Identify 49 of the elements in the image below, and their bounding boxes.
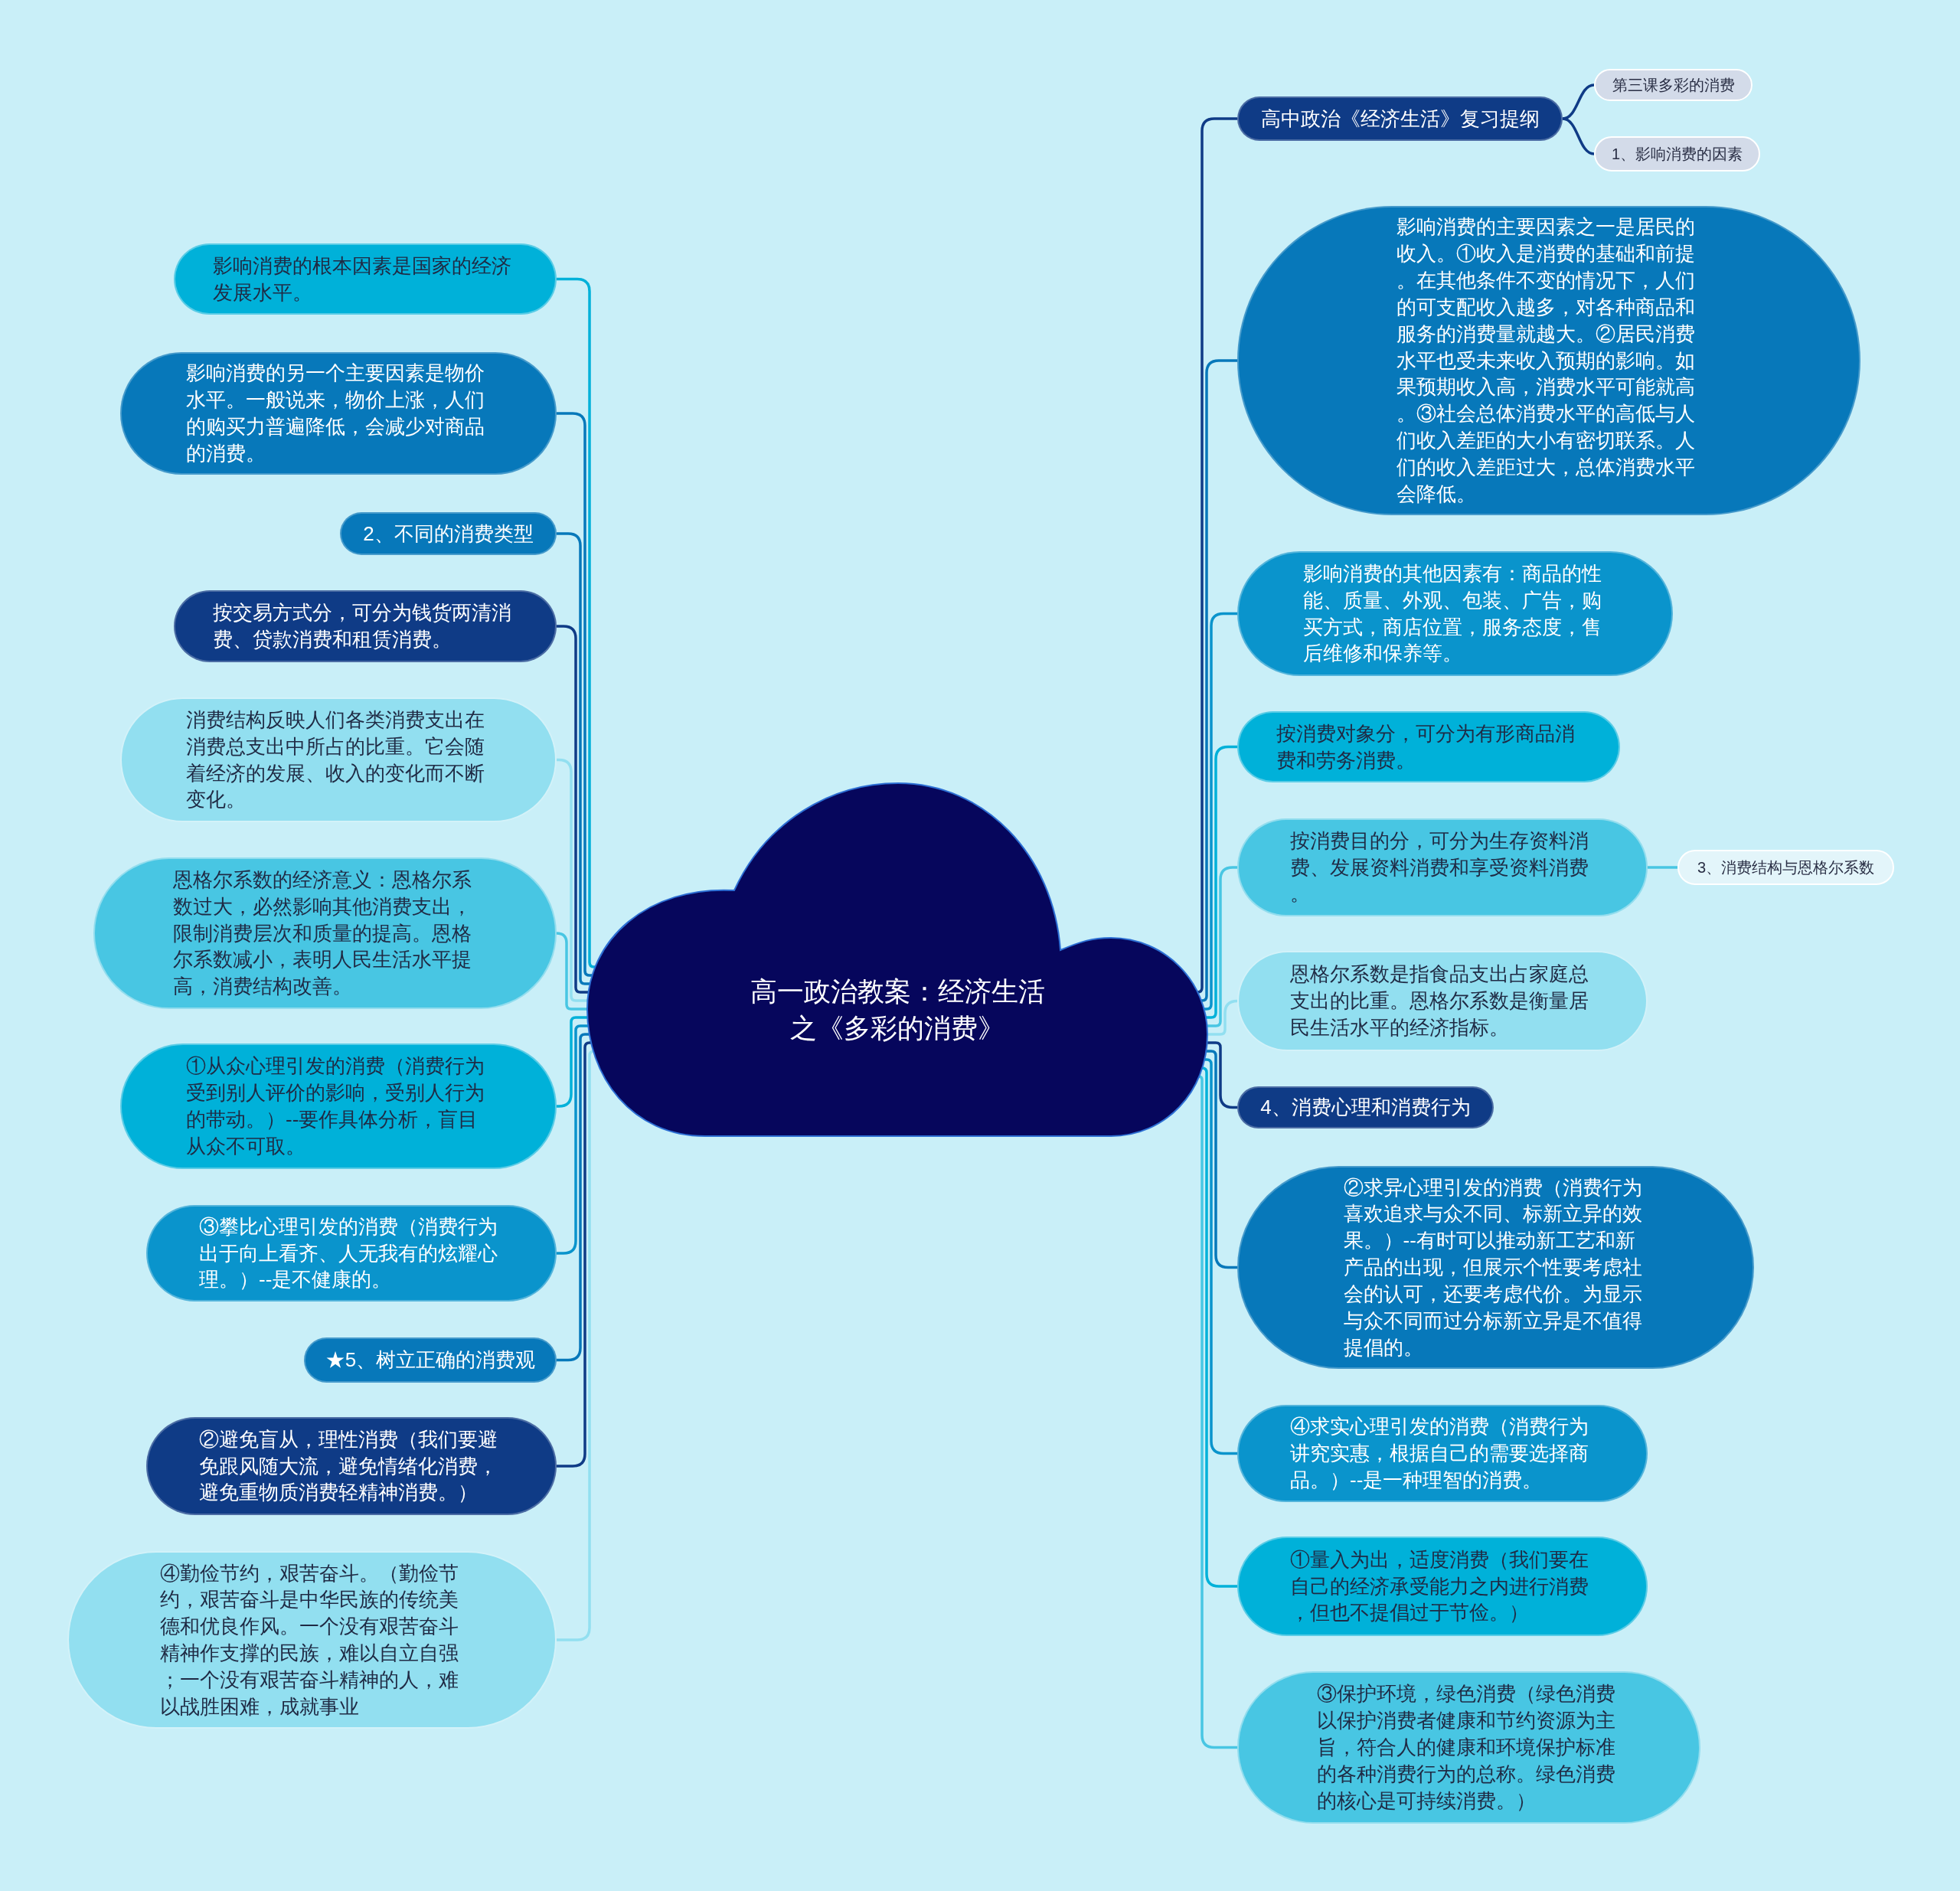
topic-text: ②求异心理引发的消费（消费行为喜欢追求与众不同、标新立异的效果。）--有时可以推动新工艺和新产品的出现，但展示个性要考虑社会的认可，还要考虑代价。为显示与众不同而过分标新立异是不值得提倡的。 xyxy=(1343,1174,1643,1360)
topic-text: ①从众心理引发的消费（消费行为受到别人评价的影响，受别人行为的带动。）--要作具体分析，盲目从众不可取。 xyxy=(186,1053,486,1159)
topic-text: 3、消费结构与恩格尔系数 xyxy=(1697,857,1875,877)
topic-text: 影响消费的另一个主要因素是物价水平。一般说来，物价上涨，人们的购买力普遍降低，会减少对商品的消费。 xyxy=(186,361,486,466)
connector-line xyxy=(555,932,588,1011)
topic-text: 2、不同的消费类型 xyxy=(363,521,534,547)
topic-text: ②避免盲从，理性消费（我们要避免跟风随大流，避免情绪化消费，避免重物质消费轻精神消费。） xyxy=(199,1426,499,1506)
connector-line xyxy=(1206,866,1237,1027)
topic-pill xyxy=(1237,96,1563,141)
connector-line xyxy=(1205,1050,1237,1269)
topic-text: 1、影响消费的因素 xyxy=(1611,144,1743,164)
topic-pill xyxy=(1594,69,1753,101)
topic-pill xyxy=(340,512,557,555)
connector-line xyxy=(557,532,591,985)
topic-pill xyxy=(1237,1086,1494,1128)
connector-line xyxy=(1207,999,1239,1036)
topic-text: 消费结构反映人们各类消费支出在消费总支出中所占的比重。它会随着经济的发展、收入的变化而不断变化。 xyxy=(186,707,486,813)
connector-line xyxy=(1562,83,1595,120)
topic-text: 恩格尔系数的经济意义：恩格尔系数过大，必然影响其他消费支出，限制消费层次和质量的提高。恩格尔系数减小，表明人民生活水平提高，消费结构改善。 xyxy=(172,867,472,1000)
connector-line xyxy=(557,1016,589,1108)
topic-text: ④勤俭节约，艰苦奋斗。（勤俭节约，艰苦奋斗是中华民族的传统美德和优良作风。一个没有艰苦奋斗精神作支撑的民族，难以自立自强；一个没有艰苦奋斗精神的人，难以战胜困难，成就事业 xyxy=(159,1560,459,1720)
topic-text: 按消费对象分，可分为有形商品消费和劳务消费。 xyxy=(1276,720,1576,773)
topic-text: ④求实心理引发的消费（消费行为讲究实惠，根据自己的需要选择商品。）--是一种理智的消费。 xyxy=(1290,1414,1590,1493)
connector-line xyxy=(1200,359,1237,1002)
connector-line xyxy=(557,758,589,1002)
topic-text: 影响消费的其他因素有：商品的性能、质量、外观、包装、广告，购买方式，商店位置，服务态度，售后维修和保养等。 xyxy=(1302,560,1602,667)
topic-text: ③攀比心理引发的消费（消费行为出于向上看齐、人无我有的炫耀心理。）--是不健康的。 xyxy=(199,1213,499,1293)
topic-text: 4、消费心理和消费行为 xyxy=(1260,1095,1471,1121)
connector-line xyxy=(557,1033,590,1362)
topic-text: 高中政治《经济生活》复习提纲 xyxy=(1260,106,1540,132)
connector-line xyxy=(557,412,593,977)
topic-text: 影响消费的主要因素之一是居民的收入。①收入是消费的基础和前提。在其他条件不变的情况下，人们的可支配收入越多，对各种商品和服务的消费量就越大。②居民消费水平也受未来收入预期的影响。如果预期收入高，消费水平可能就高。③社会总体消费水平的高低与人们收入差距的大小有密切联系。人们的收入差距过大，总体消费水平会降低。 xyxy=(1396,214,1697,507)
topic-text: 按消费目的分，可分为生存资料消费、发展资料消费和享受资料消费。 xyxy=(1290,828,1590,907)
connector-line xyxy=(1648,866,1677,869)
topic-text: 第三课多彩的消费 xyxy=(1612,75,1735,95)
connector-line xyxy=(557,625,590,994)
topic-pill xyxy=(1594,136,1760,171)
connector-line xyxy=(1205,745,1237,1019)
topic-text: ①量入为出，适度消费（我们要在自己的经济承受能力之内进行消费，但也不提倡过于节俭。） xyxy=(1290,1546,1590,1626)
topic-pill xyxy=(1677,850,1894,885)
topic-text: ★5、树立正确的消费观 xyxy=(325,1347,536,1373)
connector-line xyxy=(1562,117,1595,155)
connector-line xyxy=(1204,1058,1237,1455)
topic-text: 按交易方式分，可分为钱货两清消费、贷款消费和租赁消费。 xyxy=(213,600,513,652)
topic-text: ③保护环境，绿色消费（绿色消费以保护消费者健康和节约资源为主旨，符合人的健康和环境保护标准的各种消费行为的总称。绿色消费的核心是可持续消费。） xyxy=(1316,1681,1616,1814)
topic-text: 恩格尔系数是指食品支出占家庭总支出的比重。恩格尔系数是衡量居民生活水平的经济指标。 xyxy=(1290,962,1590,1040)
central-topic-text: 高一政治教案：经济生活之《多彩的消费》 xyxy=(749,976,1046,1044)
connector-line xyxy=(557,1024,590,1255)
topic-text: 影响消费的根本因素是国家的经济发展水平。 xyxy=(213,253,513,305)
